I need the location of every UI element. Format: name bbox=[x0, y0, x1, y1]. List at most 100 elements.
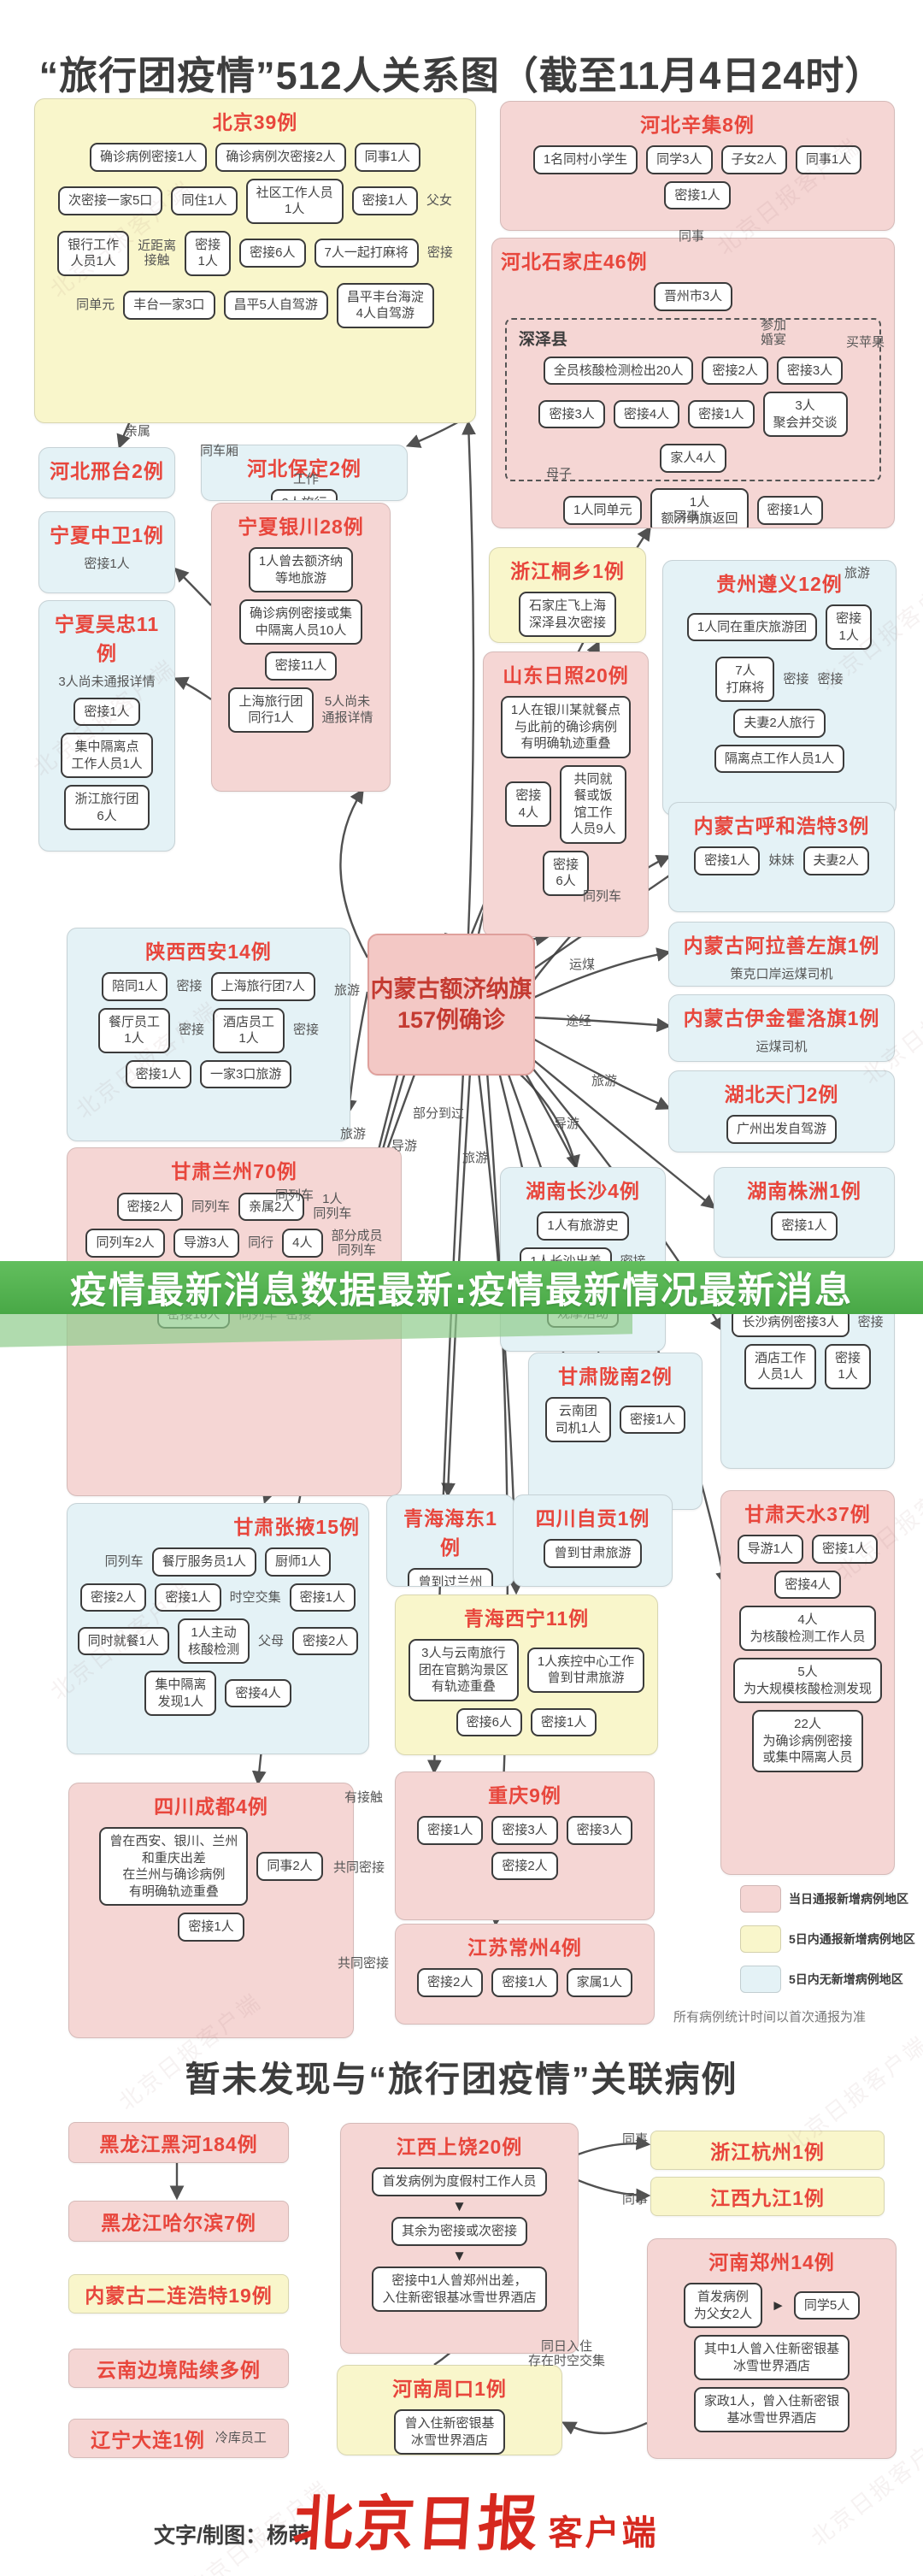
case-box: 密接1人 bbox=[155, 1583, 221, 1612]
group-changzhou: 江苏常州4例密接2人密接1人家属1人 bbox=[395, 1924, 655, 2025]
group-items: 曾到甘肃旅游 bbox=[514, 1533, 672, 1574]
group-title: 湖南长沙4例 bbox=[526, 1180, 640, 1202]
group-title: 湖南株洲1例 bbox=[747, 1180, 861, 1202]
group-title: 内蒙古阿拉善左旗1例 bbox=[683, 934, 880, 957]
case-box: 3人 聚会并交谈 bbox=[762, 392, 848, 437]
group-title: 北京39例 bbox=[212, 111, 298, 133]
case-box: 曾到过兰州 bbox=[408, 1568, 493, 1586]
group-xian: 陕西西安14例陪同1人密接上海旅行团7人餐厅员工 1人密接酒店员工 1人密接密接… bbox=[67, 928, 350, 1141]
group-title: 河北保定2例 bbox=[247, 457, 362, 480]
group-title: 河北邢台2例 bbox=[50, 460, 164, 482]
group-longnan: 甘肃陇南2例云南团 司机1人密接1人 bbox=[528, 1353, 703, 1510]
group-title: 宁夏吴忠11例 bbox=[54, 613, 160, 664]
group-yunnanbj: 云南边境陆续多例 bbox=[68, 2349, 289, 2388]
edge-label: 密接 bbox=[817, 671, 844, 687]
case-box: 夫妻2人旅行 bbox=[733, 709, 826, 738]
connector-line bbox=[561, 2421, 648, 2435]
connector-line bbox=[531, 1016, 672, 1033]
edge-label: 同行 bbox=[248, 1235, 274, 1251]
group-title: 甘肃张掖15例 bbox=[233, 1516, 360, 1538]
case-box: 密接6人 bbox=[456, 1707, 522, 1736]
case-box: 曾到甘肃旅游 bbox=[544, 1539, 642, 1568]
edge-label: 密接 bbox=[176, 979, 203, 994]
case-box: 7人一起打麻将 bbox=[314, 239, 419, 268]
group-items: 首发病例 为父女2人►同学5人其中1人曾入住新密银基 冰雪世界酒店家政1人，曾入… bbox=[648, 2277, 896, 2438]
legend-label: 当日通报新增病例地区 bbox=[789, 1892, 908, 1906]
group-erlianhaote: 内蒙古二连浩特19例 bbox=[68, 2274, 289, 2314]
edge-label: 工作 bbox=[293, 472, 320, 486]
case-box: 密接1人 bbox=[771, 1211, 838, 1241]
subgroup-title: 深泽县 bbox=[518, 330, 567, 349]
case-box: 上海旅行团7人 bbox=[210, 972, 315, 1001]
case-box: 家属1人 bbox=[566, 1968, 633, 1997]
credit-line: 文字/制图：杨萌 bbox=[154, 2524, 309, 2548]
case-box: 1人同在重庆旅游团 bbox=[686, 612, 818, 642]
case-box: 4人 bbox=[282, 1229, 323, 1258]
group-items: 确诊病例密接1人确诊病例次密接2人同事1人次密接一家5口同住1人社区工作人员 1… bbox=[35, 137, 475, 334]
group-title: 河南郑州14例 bbox=[708, 2251, 835, 2273]
group-title: 贵州遵义12例 bbox=[716, 573, 843, 595]
case-box: 22人 为确诊病例密接 或集中隔离人员 bbox=[752, 1710, 863, 1772]
case-box: 密接6人 bbox=[239, 239, 306, 268]
group-items: 运煤司机 bbox=[669, 1033, 894, 1061]
connector-line bbox=[531, 1036, 672, 1111]
right-arrow-icon: ► bbox=[771, 2296, 785, 2314]
group-zhengzhou: 河南郑州14例首发病例 为父女2人►同学5人其中1人曾入住新密银基 冰雪世界酒店… bbox=[647, 2238, 897, 2459]
group-dalian: 辽宁大连1例冷库员工 bbox=[68, 2419, 289, 2458]
case-box: 昌平丰台海淀 4人自驾游 bbox=[336, 282, 434, 328]
group-zhuzhou: 湖南株洲1例密接1人 bbox=[714, 1167, 895, 1258]
group-haidong: 青海海东1例曾到过兰州 bbox=[386, 1494, 514, 1587]
edge-label: 导游 bbox=[554, 1117, 580, 1131]
case-box: 集中隔离点 工作人员1人 bbox=[61, 733, 153, 778]
edge-label: 密接 bbox=[783, 671, 809, 687]
group-zigong: 四川自贡1例曾到甘肃旅游 bbox=[513, 1494, 673, 1587]
case-box: 密接1人 bbox=[125, 1059, 191, 1088]
group-title: 甘肃天水37例 bbox=[744, 1503, 871, 1525]
section2-title: 暂未发现与“旅行团疫情”关联病例 bbox=[185, 2060, 738, 2099]
case-box: 密接2人 bbox=[292, 1626, 359, 1656]
group-items: 长沙病例密接3人密接酒店工作 人员1人密接 1人 bbox=[721, 1302, 894, 1395]
down-arrow-icon: ▼ bbox=[452, 2247, 467, 2264]
group-tongxiang: 浙江桐乡1例石家庄飞上海 深泽县次密接 bbox=[489, 547, 646, 643]
case-box: 5人 为大规模核酸检测发现 bbox=[732, 1658, 882, 1703]
case-box: 同住1人 bbox=[171, 186, 238, 215]
group-title: 云南边境陆续多例 bbox=[97, 2359, 261, 2381]
logo-main-text: 北京日报 bbox=[291, 2488, 543, 2559]
edge-label: 亲属 bbox=[125, 424, 151, 439]
case-box: 全员核酸检测检出20人 bbox=[543, 356, 694, 385]
group-yijinhuoluo: 内蒙古伊金霍洛旗1例运煤司机 bbox=[668, 994, 895, 1062]
case-box: 密接4人 bbox=[774, 1570, 841, 1599]
down-arrow-icon: ▼ bbox=[452, 2197, 467, 2214]
group-title: 内蒙古二连浩特19例 bbox=[85, 2284, 273, 2307]
group-title: 陕西西安14例 bbox=[145, 940, 272, 963]
edge-label: 同列车 bbox=[191, 1199, 230, 1214]
case-box: 上海旅行团 同行1人 bbox=[228, 687, 314, 733]
legend-swatch-new-today bbox=[740, 1885, 781, 1913]
legend-label: 5日内无新增病例地区 bbox=[789, 1972, 903, 1986]
case-box: 石家庄飞上海 深泽县次密接 bbox=[518, 592, 616, 637]
case-box: 密接3人 bbox=[491, 1816, 558, 1845]
edge-label: 同列车 bbox=[583, 889, 622, 904]
edge-label: 运煤 bbox=[569, 958, 596, 972]
case-box: 丰台一家3口 bbox=[123, 291, 215, 320]
case-box: 确诊病例密接或集 中隔离人员10人 bbox=[238, 599, 362, 645]
legend-swatch-5day-new bbox=[740, 1925, 781, 1953]
edge-label: 共同密接 bbox=[338, 1956, 390, 1971]
group-items: 策克口岸运煤司机 bbox=[669, 960, 894, 986]
group-title: 青海海东1例 bbox=[403, 1507, 497, 1559]
case-box: 密接1人 bbox=[688, 399, 755, 429]
edge-label: 密接 bbox=[293, 1023, 320, 1038]
edge-label: 同事 bbox=[622, 2132, 649, 2147]
edge-label: 同单元 bbox=[76, 298, 115, 313]
case-box: 云南团 司机1人 bbox=[544, 1397, 611, 1442]
case-box: 密接2人 bbox=[416, 1968, 484, 1997]
case-box: 密接2人 bbox=[79, 1583, 147, 1612]
group-title: 重庆9例 bbox=[488, 1784, 561, 1807]
case-text: 运煤司机 bbox=[755, 1040, 808, 1054]
edge-label: 旅游 bbox=[334, 983, 361, 998]
connector-line bbox=[531, 947, 672, 1000]
edge-label: 导游 bbox=[391, 1139, 418, 1153]
